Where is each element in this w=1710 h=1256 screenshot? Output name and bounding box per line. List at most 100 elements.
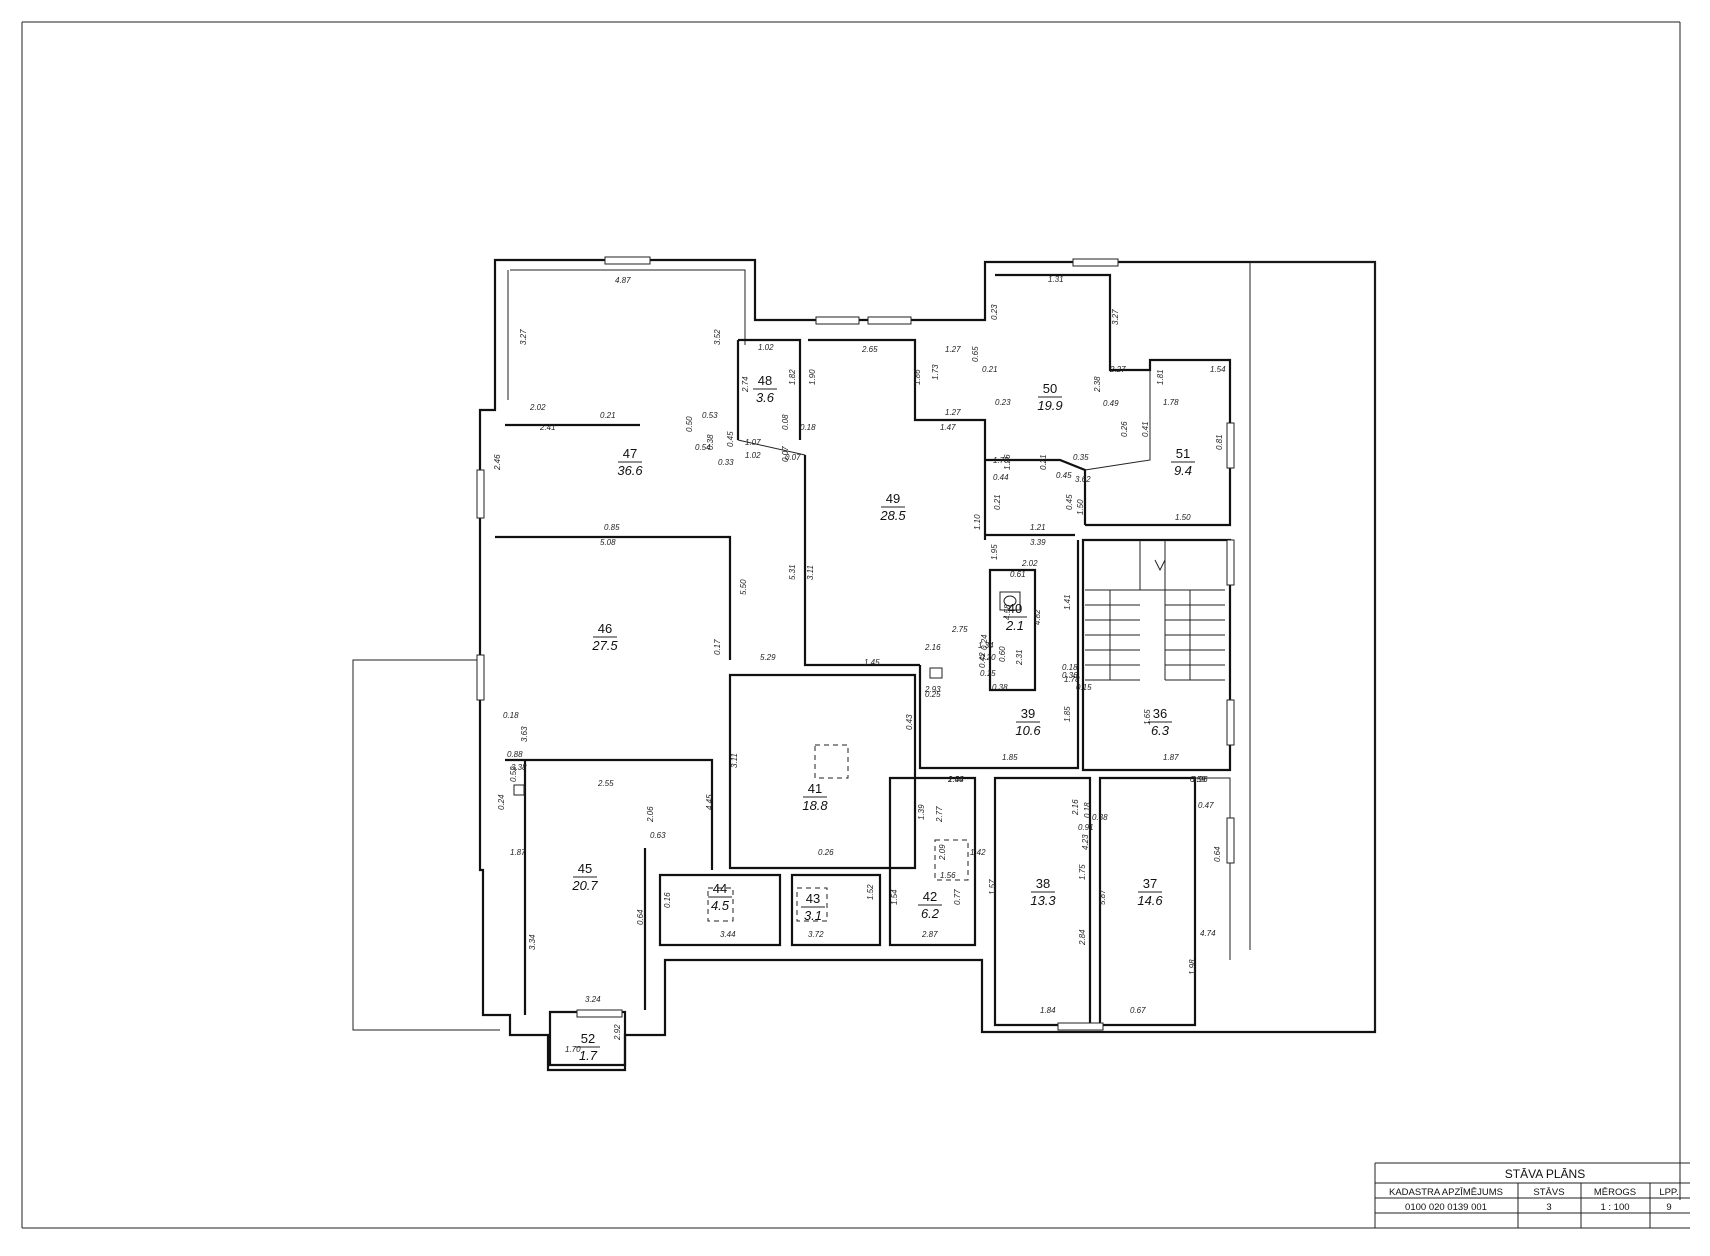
dimension-label: 4.74 — [1200, 929, 1216, 938]
header-floor: STĀVS — [1533, 1187, 1564, 1198]
dimension-label: 1.85 — [1002, 753, 1018, 762]
dimension-label: 2.27 — [1109, 365, 1126, 374]
dimension-label: 1.39 — [917, 804, 926, 820]
dimension-label: 0.38 — [706, 434, 715, 450]
dimension-label: 0.45 — [1056, 471, 1072, 480]
room-area-label: 9.4 — [1174, 463, 1192, 478]
dimension-label: 0.26 — [1120, 421, 1129, 437]
dimension-label: 2.92 — [613, 1024, 622, 1041]
dimension-label: 3.52 — [713, 329, 722, 345]
room-area-label: 1.7 — [579, 1048, 598, 1063]
dimension-label: 4.45 — [705, 794, 714, 810]
sheet-frame — [21, 21, 1690, 1229]
value-cadastre: 0100 020 0139 001 — [1405, 1202, 1487, 1213]
dimension-label: 0.45 — [1065, 494, 1074, 510]
room-area-label: 36.6 — [617, 463, 643, 478]
dimension-label: 0.52 — [509, 766, 518, 782]
room-area-label: 6.2 — [921, 906, 940, 921]
room-area-label: 14.6 — [1137, 893, 1163, 908]
dimension-label: 5.31 — [788, 564, 797, 580]
shaft-44 — [707, 887, 734, 922]
dimension-label: 0.21 — [1039, 454, 1048, 470]
dimension-label: 3.72 — [808, 930, 824, 939]
dimension-label: 0.15 — [980, 669, 996, 678]
dimension-label: 3.39 — [1030, 538, 1046, 547]
dimension-label: 0.18 — [503, 711, 519, 720]
dimension-label: 0.67 — [1130, 1006, 1146, 1015]
dimension-label: 5.08 — [600, 538, 616, 547]
dimension-label: 3.34 — [528, 934, 537, 950]
dimension-label: 1.90 — [808, 369, 817, 385]
dimension-label: 0.20 — [980, 653, 996, 662]
room-area-label: 20.7 — [571, 878, 598, 893]
value-floor: 3 — [1546, 1202, 1551, 1213]
dimension-label: 1.45 — [864, 658, 880, 667]
dimension-label: 1.81 — [1156, 369, 1165, 385]
dimension-label: 2.58 — [947, 775, 964, 784]
dimension-label: 3.27 — [1111, 309, 1120, 325]
dimension-label: 3.11 — [806, 565, 815, 580]
dimension-label: 2.46 — [493, 454, 502, 471]
dimension-label: 0.91 — [1078, 823, 1094, 832]
dimension-label: 3.38 — [511, 763, 527, 772]
room-area-label: 4.5 — [711, 898, 730, 913]
value-scale: 1 : 100 — [1600, 1202, 1629, 1213]
dimension-label: 3.44 — [720, 930, 736, 939]
dimension-label: 1.47 — [940, 423, 956, 432]
dimension-label: 0.15 — [1076, 683, 1092, 692]
dimension-label: 0.41 — [1141, 421, 1150, 437]
dimension-label: 0.23 — [995, 398, 1011, 407]
dimension-label: 1.07 — [745, 438, 761, 447]
room-area-label: 27.5 — [591, 638, 618, 653]
dimension-label: 0.23 — [990, 304, 999, 320]
dimension-label: 1.96 — [1192, 775, 1208, 784]
dimension-label: 1.54 — [1210, 365, 1226, 374]
room-number-label: 45 — [578, 861, 592, 876]
dimension-label: 1.10 — [973, 514, 982, 530]
dimension-label: 0.07 — [781, 446, 790, 462]
dimension-label: 4.82 — [1033, 609, 1042, 625]
dimension-label: 1.02 — [758, 343, 774, 352]
dimension-label: 3.63 — [520, 726, 529, 742]
dimension-label: 2.65 — [861, 345, 878, 354]
dimension-label: 2.06 — [646, 806, 655, 823]
dimension-label: 0.65 — [971, 346, 980, 362]
dimension-label: 0.26 — [818, 848, 834, 857]
dimension-label: 0.63 — [650, 831, 666, 840]
dimension-label: 1.65 — [1143, 709, 1152, 725]
room-number-label: 38 — [1036, 876, 1050, 891]
dimension-label: 1.95 — [990, 544, 999, 560]
dimension-label: 1.34 — [978, 641, 994, 650]
room-number-label: 48 — [758, 373, 772, 388]
dimension-label: 0.35 — [1073, 453, 1089, 462]
dimension-label: 2.02 — [529, 403, 546, 412]
header-scale: MĒROGS — [1594, 1187, 1636, 1198]
room-area-label: 6.3 — [1151, 723, 1170, 738]
dimension-label: 0.54 — [695, 443, 711, 452]
dimension-label: 2.31 — [1015, 649, 1024, 666]
dimension-label: 4.58 — [1003, 604, 1012, 620]
dimension-label: 5.87 — [1098, 889, 1107, 905]
room-area-label: 3.1 — [804, 908, 822, 923]
room-area-label: 10.6 — [1015, 723, 1041, 738]
dimension-label: 0.85 — [604, 523, 620, 532]
room-number-label: 39 — [1021, 706, 1035, 721]
dimension-label: 0.08 — [781, 414, 790, 430]
dimension-label: 1.84 — [1040, 1006, 1056, 1015]
dimension-label: 0.59 — [1190, 775, 1206, 784]
dimension-label: 1.27 — [945, 345, 961, 354]
dimension-label: 3.11 — [730, 753, 739, 768]
dimension-label: 0.81 — [1215, 434, 1224, 450]
dimension-label: 1.54 — [890, 889, 899, 905]
dimension-label: 1.02 — [745, 451, 761, 460]
room-area-label: 2.1 — [1005, 618, 1024, 633]
dimension-label: 1.98 — [1188, 959, 1197, 975]
stair-flight — [1085, 540, 1225, 681]
dimension-label: 2.74 — [741, 376, 750, 393]
dimension-label: 1.87 — [510, 848, 526, 857]
dimension-label: 0.53 — [702, 411, 718, 420]
room-number-label: 43 — [806, 891, 820, 906]
room-number-label: 52 — [581, 1031, 595, 1046]
